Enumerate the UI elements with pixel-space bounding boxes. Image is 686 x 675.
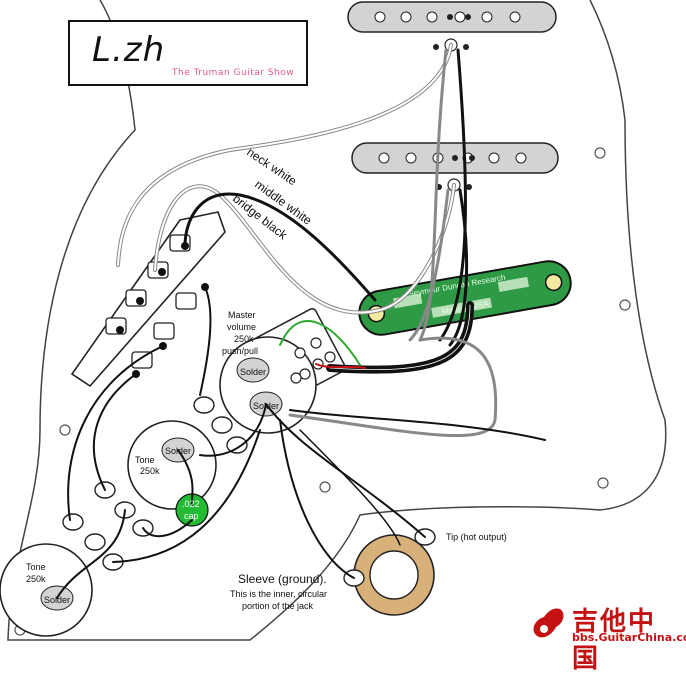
- wires: [56, 43, 546, 599]
- label-sleeve-title: Sleeve (ground).: [238, 572, 327, 586]
- watermark-url: bbs.GuitarChina.com: [572, 631, 686, 644]
- output-jack: [343, 528, 436, 616]
- label-solder-vol-2: Solder: [253, 401, 279, 411]
- brand-title: L.zh: [92, 30, 166, 70]
- diagram-canvas: Seymour Duncan Research Made in USA: [0, 0, 667, 641]
- label-tone-lower-2: 250k: [26, 574, 46, 584]
- label-cap-1: .022: [182, 499, 200, 509]
- master-volume-pot: [193, 307, 347, 454]
- label-sleeve-desc-1: This is the inner, circular: [230, 589, 327, 599]
- label-sleeve-desc-2: portion of the jack: [242, 601, 314, 611]
- label-solder-tone-lower: Solder: [44, 595, 70, 605]
- label-tone-upper-1: Tone: [135, 455, 155, 465]
- label-cap-2: cap: [184, 511, 199, 521]
- label-tone-upper-2: 250k: [140, 466, 160, 476]
- label-solder-tone-upper: Solder: [165, 446, 191, 456]
- label-master-4: push/pull: [222, 346, 258, 356]
- watermark-cn: 吉他中国: [572, 607, 657, 674]
- pickguard-outline: [7, 0, 667, 641]
- label-master-2: volume: [227, 322, 256, 332]
- guitar-logo-icon: [533, 608, 564, 638]
- label-master-3: 250k: [234, 334, 254, 344]
- label-tone-lower-1: Tone: [26, 562, 46, 572]
- label-master-1: Master: [228, 310, 256, 320]
- neck-pickup: [347, 1, 557, 52]
- label-solder-vol-1: Solder: [240, 367, 266, 377]
- label-tip: Tip (hot output): [446, 532, 507, 542]
- tone-pot-lower: [0, 513, 124, 637]
- brand-box: L.zh The Truman Guitar Show: [68, 20, 308, 86]
- brand-subtitle: The Truman Guitar Show: [172, 68, 295, 78]
- watermark: 吉他中国 bbs.GuitarChina.com: [530, 601, 686, 674]
- five-way-switch: [70, 211, 226, 388]
- label-neck-white: neck white: [244, 145, 299, 188]
